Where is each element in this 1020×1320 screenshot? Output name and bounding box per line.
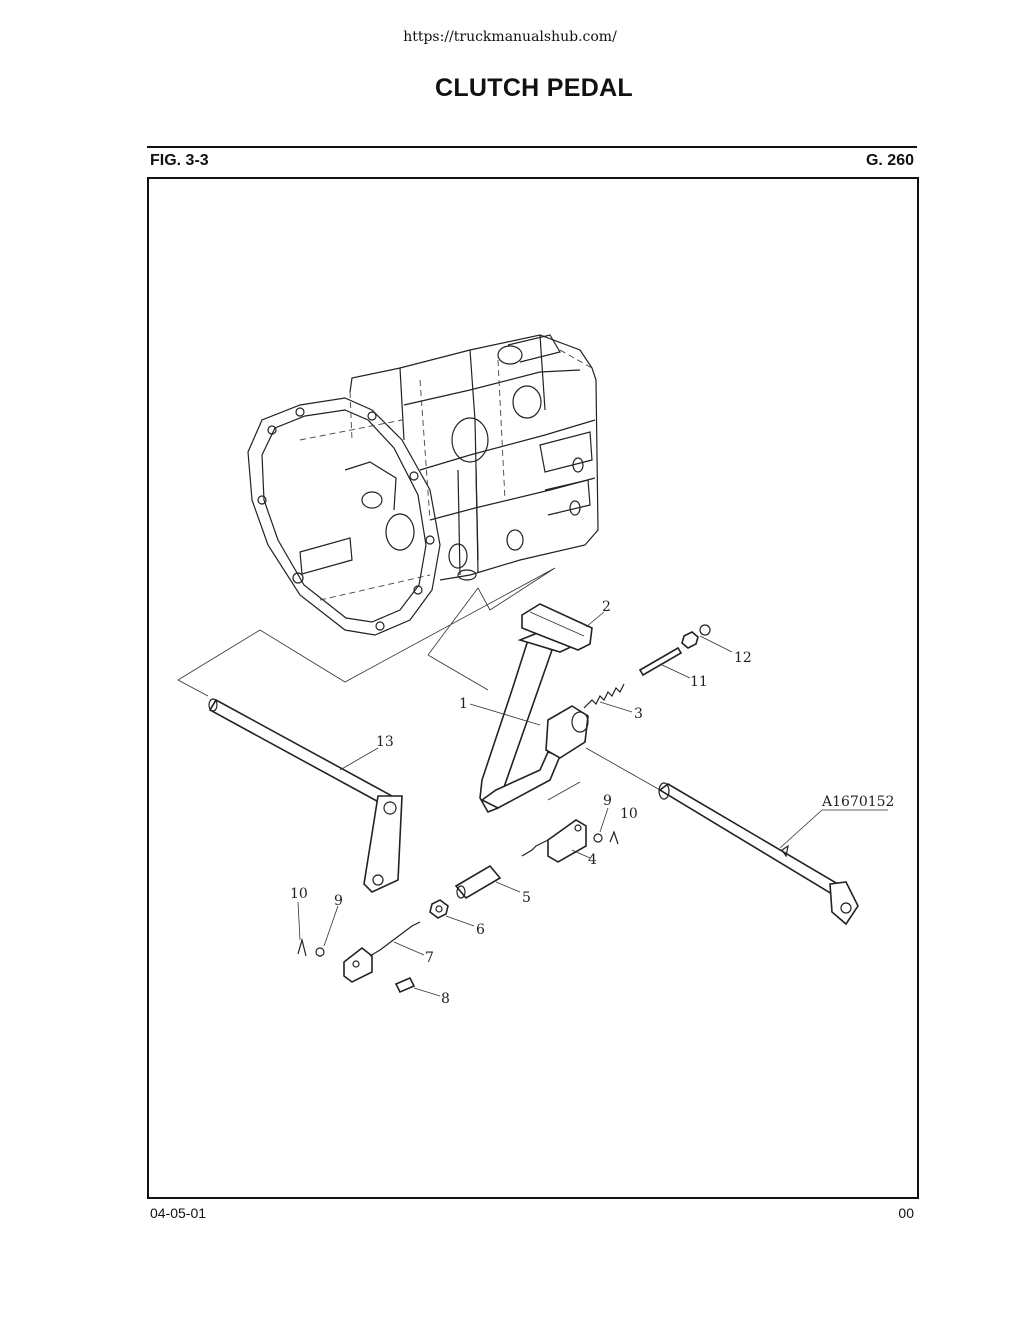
callout-4: 4: [588, 852, 597, 868]
footer-date: 04-05-01: [150, 1205, 207, 1221]
part-2-pedal-pad: [521, 603, 605, 651]
part-7-threaded-rod: [343, 921, 425, 983]
callout-11: 11: [690, 674, 708, 690]
part-10-pin-upper: [609, 830, 619, 845]
figure-number: FIG. 3-3: [150, 152, 209, 169]
diagram-frame: [147, 177, 919, 1199]
callout-10-upper: 10: [620, 806, 638, 822]
group-reference: G. 260: [865, 152, 914, 169]
release-shaft: [585, 747, 888, 926]
callout-9-upper: 9: [603, 793, 612, 809]
part-3-return-spring: [583, 683, 633, 713]
source-url[interactable]: https://truckmanualshub.com/: [403, 29, 617, 45]
callout-6: 6: [476, 922, 485, 938]
part-9-washer-upper: [593, 833, 603, 843]
page-title: CLUTCH PEDAL: [434, 74, 634, 102]
footer-revision: 00: [898, 1205, 914, 1221]
callout-1: 1: [459, 696, 468, 712]
part-10-pin-lower: [297, 937, 307, 957]
part-6-nut: [429, 899, 475, 927]
part-8-clevis-pin: [394, 976, 441, 997]
callout-2: 2: [602, 599, 611, 615]
callout-8: 8: [441, 991, 450, 1007]
part-4-clevis: [521, 819, 591, 863]
callout-10-lower: 10: [290, 886, 308, 902]
callout-9-lower: 9: [334, 893, 343, 909]
callout-3: 3: [634, 706, 643, 722]
part-5-turnbuckle: [454, 864, 521, 900]
part-11-adjust-bolt: [638, 646, 691, 679]
transmission-housing: [247, 334, 599, 636]
part-1-pedal-arm: [469, 627, 589, 814]
callout-5: 5: [522, 890, 531, 906]
header-rule: [147, 146, 917, 148]
part-12-nuts: [681, 624, 733, 653]
leader-9-upper: [599, 807, 609, 833]
part-13-cross-shaft: [208, 698, 403, 893]
part-9-washer-lower: [315, 947, 325, 957]
callout-12: 12: [734, 650, 752, 666]
leader-10-lower: [297, 901, 301, 941]
callout-13: 13: [376, 734, 394, 750]
assembly-plane-guides: [177, 567, 581, 801]
callout-part-number: A1670152: [821, 794, 894, 810]
leader-9-lower: [323, 905, 339, 947]
callout-7: 7: [425, 950, 434, 966]
